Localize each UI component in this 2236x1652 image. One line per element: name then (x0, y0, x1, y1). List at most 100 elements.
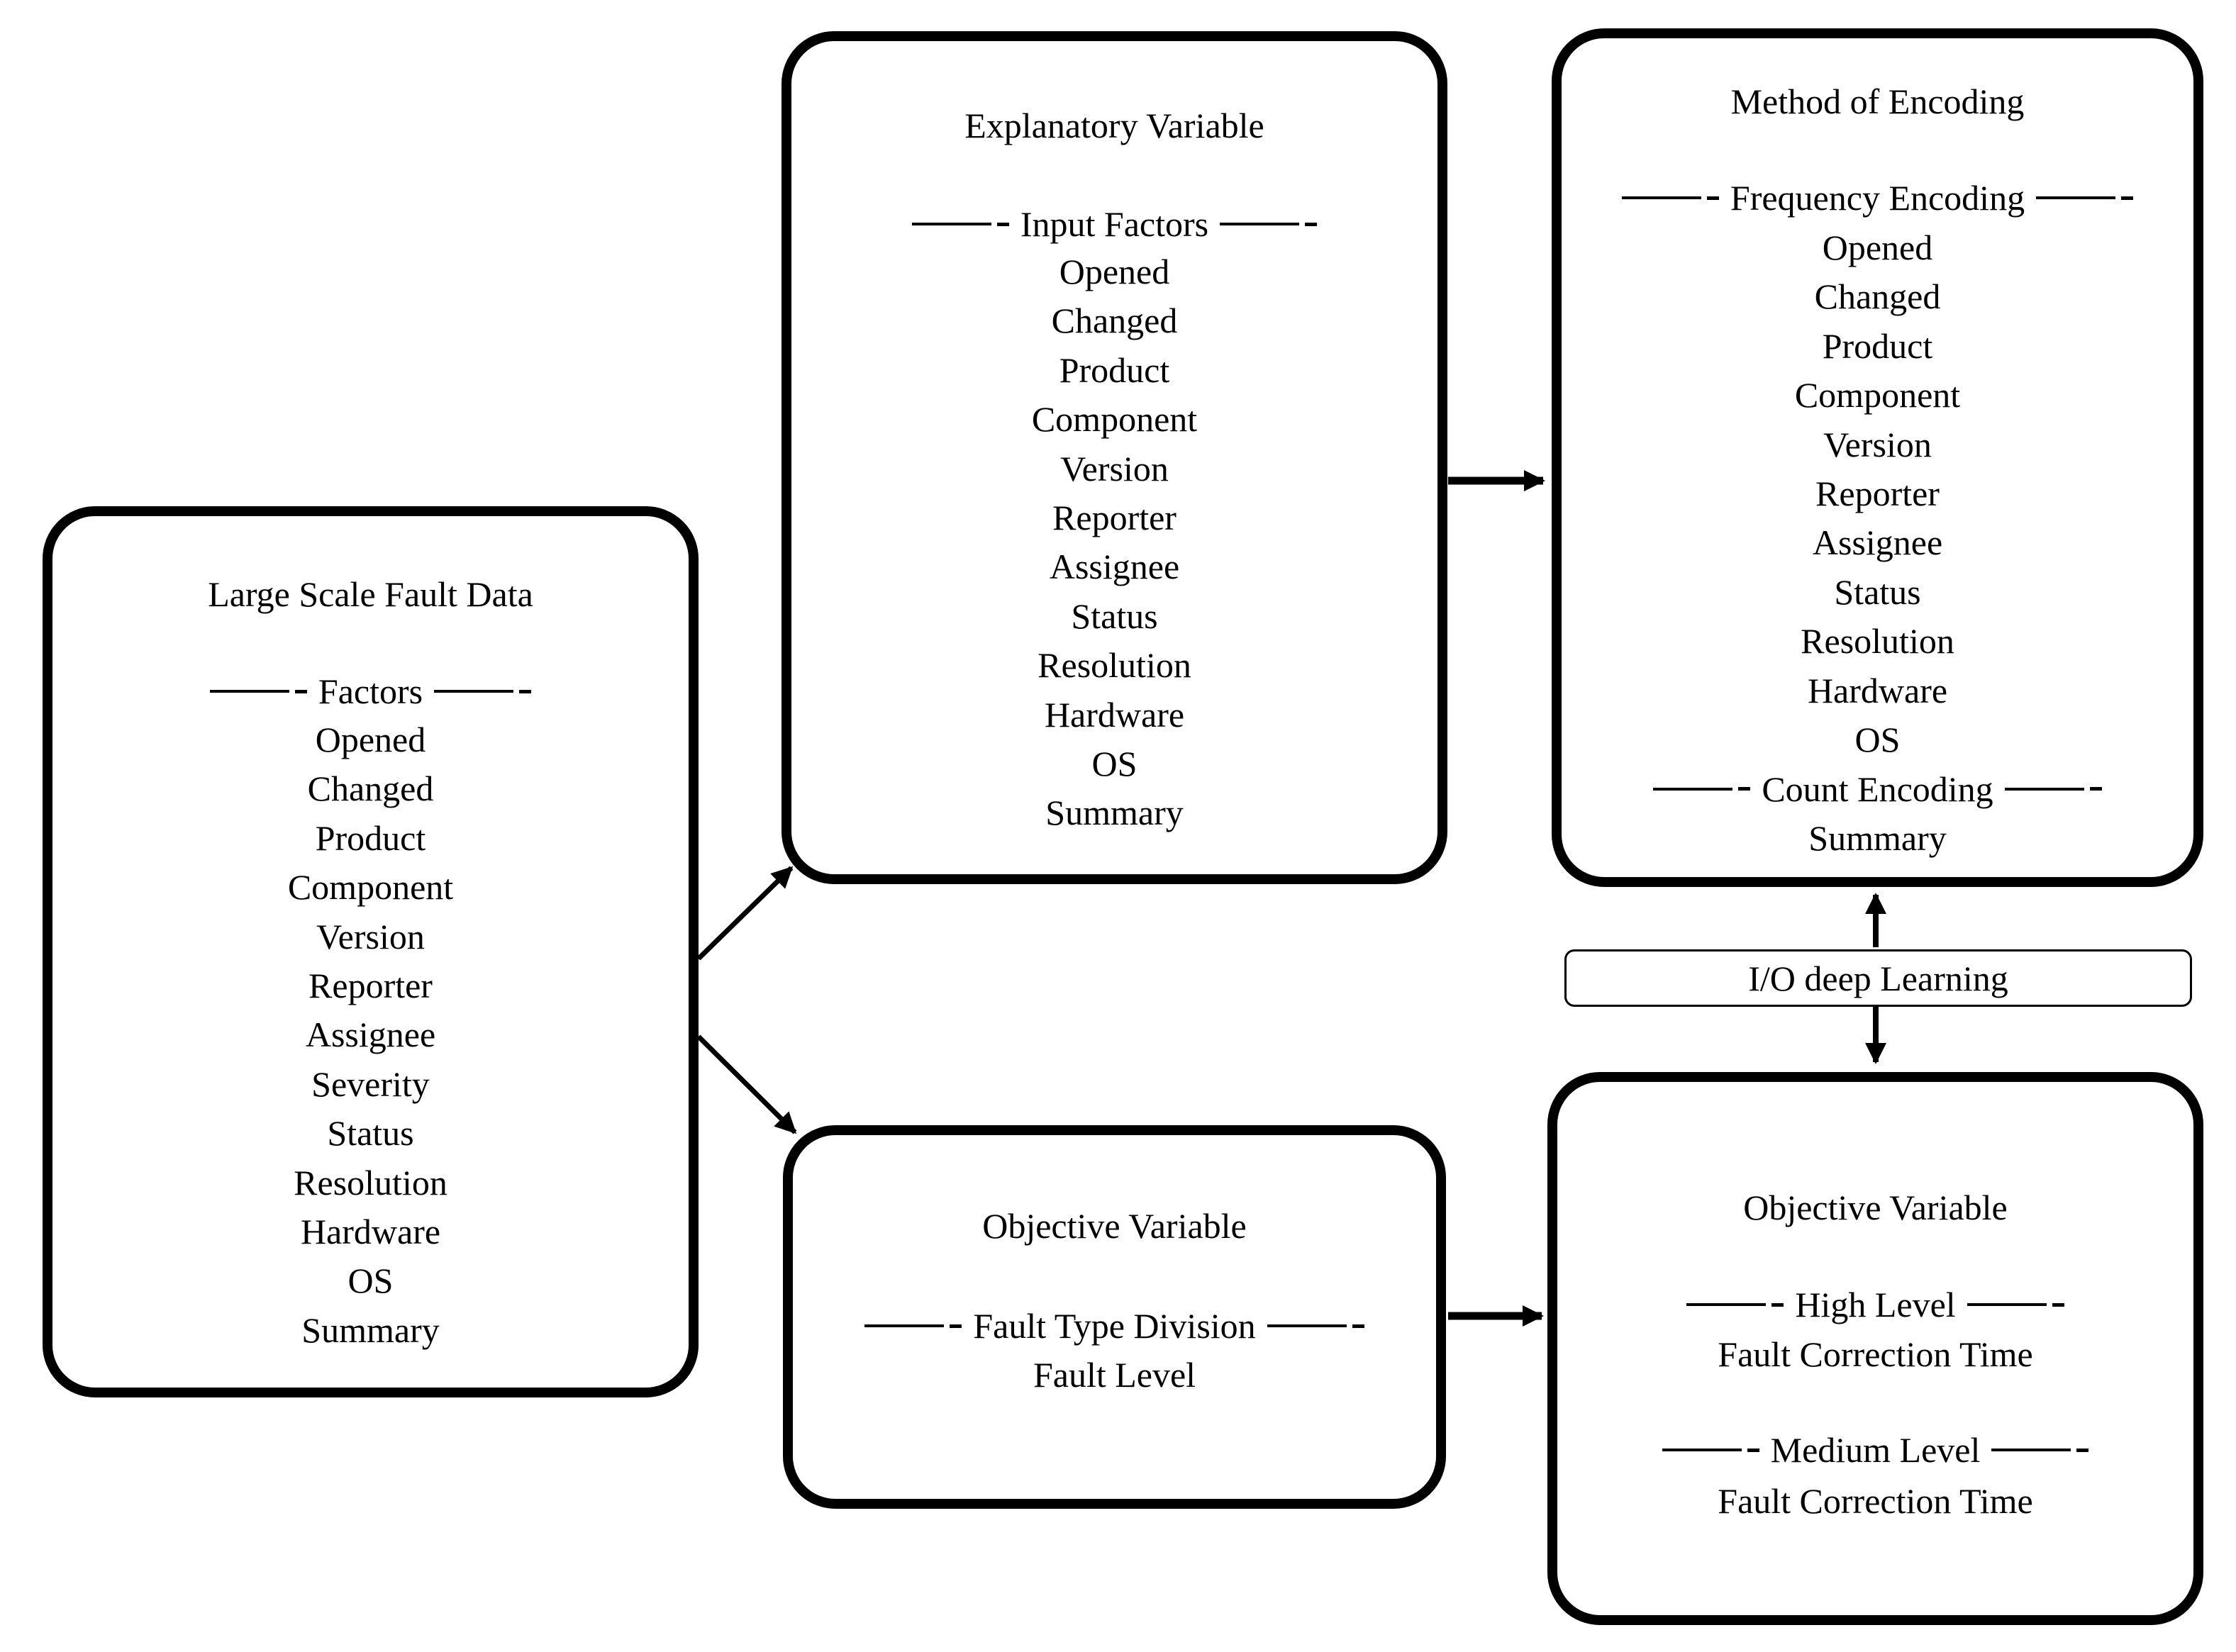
list-item: Product (1059, 350, 1170, 390)
list-item: OS (1854, 719, 1901, 759)
list-item: Reporter (1052, 497, 1177, 537)
dash-tick (2121, 196, 2134, 200)
list-item: Assignee (305, 1015, 436, 1055)
list-item: OS (1091, 743, 1138, 783)
list-item: Version (316, 916, 425, 956)
list-item: Status (1071, 596, 1158, 636)
encoding-section-frequency: Frequency Encoding (1562, 173, 2193, 223)
section-label: Frequency Encoding (1730, 178, 2025, 218)
dash-line (1653, 787, 1733, 791)
list-item: Resolution (1038, 645, 1191, 686)
arrow-fault-data-to-objective-division (696, 1034, 797, 1134)
list-item: Component (1031, 399, 1198, 440)
objective-division-title: Objective Variable (982, 1206, 1247, 1246)
list-item: Product (315, 817, 426, 858)
explanatory-variable-box: Explanatory Variable Input Factors Opene… (782, 31, 1447, 884)
list-item: Component (287, 867, 454, 908)
dash-tick (2076, 1448, 2089, 1452)
method-of-encoding-box: Method of Encoding Frequency Encoding Op… (1552, 28, 2203, 887)
dash-tick (950, 1324, 962, 1328)
dash-line (1967, 1303, 2047, 1306)
list-item: Status (1834, 571, 1921, 612)
list-item: Summary (1045, 793, 1184, 833)
dash-tick (1738, 787, 1751, 791)
list-item: Summary (301, 1310, 440, 1350)
fault-data-item-list: Opened Changed Product Component Version… (52, 715, 689, 1355)
section-label: High Level (1795, 1285, 1956, 1324)
dash-line (1267, 1324, 1347, 1327)
dash-tick (2052, 1302, 2064, 1307)
dash-line (864, 1324, 945, 1327)
list-item: Changed (1814, 277, 1941, 317)
list-item: Version (1060, 448, 1169, 489)
section-label: Fault Type Division (973, 1306, 1256, 1346)
list-item: Summary (1808, 817, 1947, 858)
list-item: OS (347, 1261, 394, 1301)
dash-line (434, 690, 514, 693)
section-label: Input Factors (1020, 204, 1209, 244)
dash-line (1662, 1449, 1742, 1451)
io-deep-learning-box: I/O deep Learning (1564, 949, 2192, 1007)
dash-tick (1305, 222, 1318, 226)
list-item: Severity (311, 1064, 430, 1104)
objective-section-medium-level: Medium Level (1557, 1425, 2193, 1475)
list-item: Product (1822, 325, 1933, 366)
list-item: Hardware (1807, 670, 1948, 710)
encoding-section-count: Count Encoding (1562, 764, 2193, 813)
fault-data-box: Large Scale Fault Data Factors Opened Ch… (43, 506, 699, 1397)
dash-line (2036, 196, 2116, 199)
section-label: Factors (318, 671, 423, 711)
dash-line (911, 223, 991, 225)
list-item: Reporter (308, 965, 433, 1005)
method-of-encoding-title: Method of Encoding (1730, 82, 2025, 121)
high-level-fault-correction-time: Fault Correction Time (1718, 1334, 2033, 1374)
medium-level-fault-correction-time: Fault Correction Time (1718, 1481, 2033, 1521)
list-item: Assignee (1812, 523, 1943, 563)
list-item: Component (1794, 375, 1961, 415)
dash-line (1686, 1303, 1767, 1306)
objective-section-fault-type-division: Fault Type Division (793, 1301, 1436, 1351)
dash-tick (1747, 1448, 1759, 1452)
io-deep-learning-label: I/O deep Learning (1748, 958, 2008, 998)
explanatory-item-list: Opened Changed Product Component Version… (791, 247, 1437, 838)
list-item: Hardware (1044, 694, 1185, 735)
dash-line (1220, 223, 1300, 225)
section-label: Medium Level (1770, 1430, 1981, 1470)
explanatory-variable-title: Explanatory Variable (964, 106, 1264, 145)
dash-tick (294, 689, 307, 693)
dash-tick (1771, 1302, 1784, 1307)
fault-data-title: Large Scale Fault Data (208, 574, 533, 614)
section-label: Count Encoding (1762, 769, 1993, 809)
dash-line (1621, 196, 1701, 199)
dash-tick (2089, 787, 2102, 791)
list-item: Changed (1051, 301, 1178, 341)
list-item: Assignee (1049, 547, 1180, 587)
explanatory-section-input-factors: Input Factors (791, 199, 1437, 249)
dash-line (1991, 1449, 2071, 1451)
list-item: Resolution (1801, 621, 1954, 662)
list-item: Resolution (294, 1162, 447, 1202)
list-item: Opened (1822, 228, 1933, 267)
list-item: Opened (1059, 252, 1170, 291)
list-item: Opened (315, 720, 426, 759)
list-item: Reporter (1815, 473, 1940, 513)
objective-levels-title: Objective Variable (1743, 1188, 2008, 1227)
list-item: Version (1823, 424, 1932, 464)
encoding-item-list: Opened Changed Product Component Version… (1562, 223, 2193, 863)
fault-data-section-factors: Factors (52, 666, 689, 716)
fault-level-item: Fault Level (1033, 1355, 1196, 1395)
dash-tick (996, 222, 1009, 226)
arrow-fault-data-to-explanatory (696, 866, 794, 961)
objective-variable-levels-box: Objective Variable High Level Fault Corr… (1547, 1072, 2203, 1625)
dash-tick (1352, 1324, 1364, 1328)
objective-variable-division-box: Objective Variable Fault Type Division F… (783, 1125, 1446, 1509)
list-item: Changed (307, 769, 434, 809)
dash-tick (1706, 196, 1719, 200)
dash-line (2004, 787, 2084, 791)
list-item: Hardware (300, 1211, 441, 1251)
dash-line (209, 690, 289, 693)
list-item: Status (327, 1113, 414, 1154)
dash-tick (519, 689, 532, 693)
